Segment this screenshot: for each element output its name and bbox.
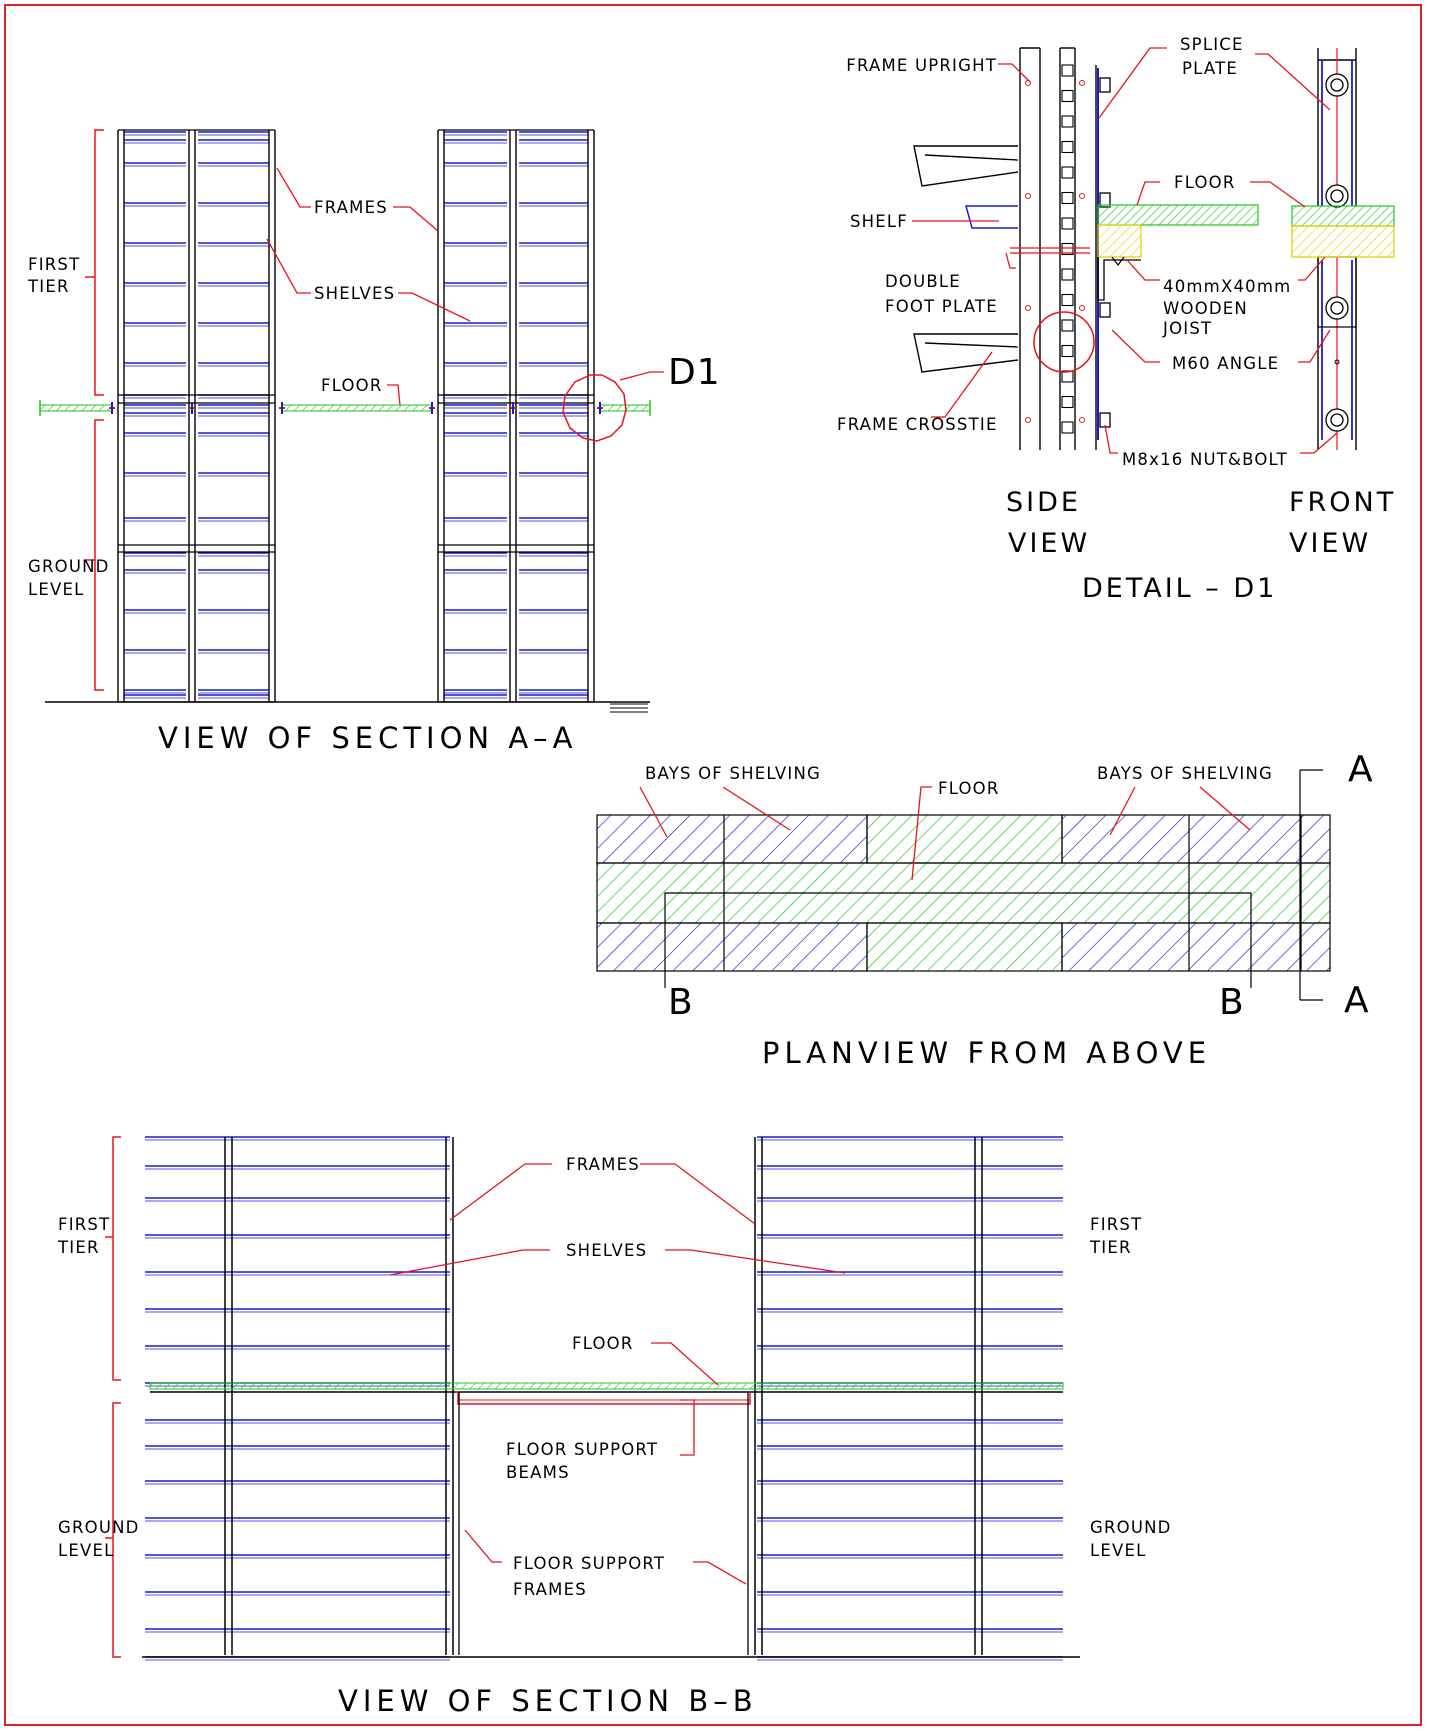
d1-splice-plate-label-1: SPLICE [1180,35,1244,54]
d1-nut-bolt-label: M8x16 NUT&BOLT [1122,450,1288,469]
d1-upright-slot [1061,140,1074,154]
d1-wooden-joist-label-2: WOODEN [1163,299,1248,318]
plan-bays-right-label: BAYS OF SHELVING [1097,764,1273,783]
d1-double-foot-plate-label-1: DOUBLE [885,272,961,291]
planview-leaders [639,786,1251,881]
d1-upright-slot [1061,370,1074,383]
aa-ground-level-label-2: LEVEL [28,580,85,599]
bb-first-tier-left-2: TIER [57,1238,100,1257]
d1-floor-slab-side [1097,204,1259,226]
section-bb-title: VIEW OF SECTION B–B [338,1684,758,1718]
bb-ground-level-right-1: GROUND [1090,1518,1172,1537]
bb-first-tier-left-1: FIRST [58,1215,110,1234]
section-aa: FIRST TIER GROUND LEVEL FRAMES SHELVES F… [27,129,721,755]
d1-upright-holes [1025,80,1085,423]
d1-shelf [965,205,1018,229]
detail-d1-callout-circle [562,374,627,442]
d1-wooden-joist-front [1291,225,1395,258]
d1-double-foot-plate [1010,247,1090,254]
d1-m60-angle-label: M60 ANGLE [1172,354,1279,373]
d1-upright-slots [1061,64,1074,434]
bb-floor-support-frames-2: FRAMES [513,1580,587,1599]
planview-grid [664,769,1323,1001]
d1-shelf-label: SHELF [850,212,908,231]
bb-floor [149,1382,1064,1390]
bb-floor-support-beams-1: FLOOR SUPPORT [506,1440,658,1459]
section-aa-title: VIEW OF SECTION A–A [158,721,578,755]
section-aa-leaders [266,167,664,406]
plan-section-b-left: B [668,982,694,1023]
bb-floor-label: FLOOR [572,1334,634,1353]
d1-wooden-joist-label-1: 40mmX40mm [1163,277,1291,296]
d1-upright-slot [1061,191,1074,205]
d1-splice-plate-label-2: PLATE [1182,59,1238,78]
d1-crossties [913,145,1019,373]
bb-floor-support-beam [455,1391,751,1405]
d1-front-view-label-2: VIEW [1289,528,1371,559]
bb-floor-support-beams-2: BEAMS [506,1463,570,1482]
d1-upright-slot [1061,64,1074,77]
section-bb-geometry [142,1136,1080,1661]
aa-ground-level-label-1: GROUND [28,557,110,576]
planview-title: PLANVIEW FROM ABOVE [762,1036,1211,1070]
d1-double-foot-plate-label-2: FOOT PLATE [885,297,998,316]
d1-upright-slot [1061,217,1074,230]
d1-floor-label: FLOOR [1174,173,1236,192]
bb-ground-level-left-1: GROUND [58,1518,140,1537]
aa-frames-label: FRAMES [314,198,388,217]
detail-d1-title: DETAIL – D1 [1082,573,1277,604]
bb-shelves-label: SHELVES [566,1241,647,1260]
d1-upright-slot [1061,293,1074,307]
bb-first-tier-right-2: TIER [1089,1238,1132,1257]
d1-side-upright [1019,47,1097,450]
aa-floor-strip [281,404,433,412]
plan-floor-label: FLOOR [938,779,1000,798]
d1-upright-slot [1061,395,1074,409]
d1-upright-slot [1061,115,1074,128]
bb-ground-level-left-2: LEVEL [58,1541,115,1560]
planview: BAYS OF SHELVING FLOOR BAYS OF SHELVING … [596,749,1374,1070]
section-bb: FIRST TIER FIRST TIER GROUND LEVEL GROUN… [57,1136,1172,1718]
plan-section-a-top: A [1348,749,1374,790]
d1-wooden-joist-label-3: JOIST [1162,319,1212,338]
aa-first-tier-label-1: FIRST [28,255,80,274]
d1-detail-circle [1033,311,1095,373]
d1-upright-slot [1061,242,1074,256]
bb-frames-label: FRAMES [566,1155,640,1174]
d1-upright-slot [1061,319,1074,332]
detail-d1: FRAME UPRIGHT SPLICE PLATE FLOOR SHELF D… [837,35,1396,604]
d1-front-view-label-1: FRONT [1289,487,1396,518]
aa-floor-label: FLOOR [321,376,383,395]
section-bb-leaders [389,1163,846,1585]
aa-detail-ref-label: D1 [668,352,721,393]
bb-floor-support-frames-1: FLOOR SUPPORT [513,1554,665,1573]
section-aa-geometry [39,129,651,713]
d1-frame-crosstie-label: FRAME CROSSTIE [837,415,998,434]
d1-side-view-label-2: VIEW [1008,528,1090,559]
d1-upright-slot [1061,421,1074,434]
plan-section-b-right: B [1219,982,1245,1023]
plan-bays-left-label: BAYS OF SHELVING [645,764,821,783]
aa-floor-strip [39,404,113,412]
bb-first-tier-right-1: FIRST [1090,1215,1142,1234]
d1-upright-slot [1061,344,1074,358]
d1-wooden-joist-side [1097,224,1142,258]
d1-leaders [912,47,1338,454]
d1-upright-slot [1061,166,1074,179]
d1-frame-upright-label: FRAME UPRIGHT [846,56,997,75]
aa-first-tier-label-2: TIER [27,277,70,296]
d1-side-view-label-1: SIDE [1006,487,1081,518]
d1-angle-side [1097,257,1141,301]
bb-ground-level-right-2: LEVEL [1090,1541,1147,1560]
plan-section-a-bottom: A [1344,980,1370,1021]
d1-upright-slot [1061,268,1074,281]
d1-floor-slab-front [1291,205,1395,227]
section-bb-dimensions [105,1136,121,1658]
aa-shelves-label: SHELVES [314,284,395,303]
sheet-border [4,4,1422,1726]
d1-upright-slot [1061,89,1074,103]
section-aa-dimensions [85,129,104,691]
d1-front-view [1291,48,1395,450]
